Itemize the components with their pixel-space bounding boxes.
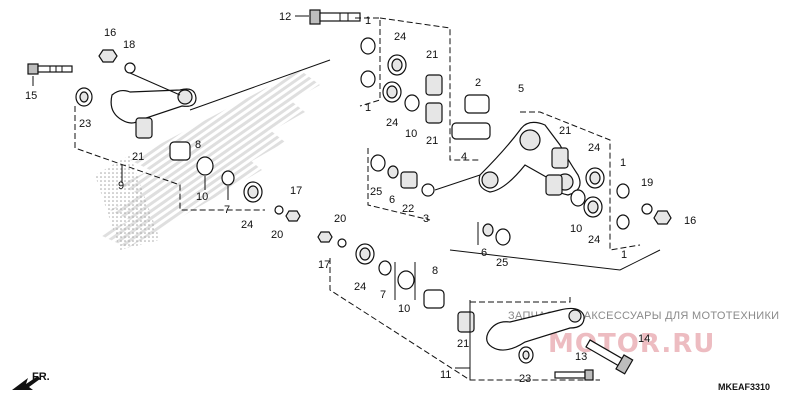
seal-10-top [404,94,420,112]
washer-20-left [274,205,284,215]
connecting-rod-group-9 [27,49,301,222]
cushion-arm-group-5 [367,111,672,271]
label-1-c: 1 [620,157,626,169]
label-3: 3 [423,213,429,225]
label-25-a: 25 [370,186,382,198]
seal-1-lower [360,70,376,88]
collar-3 [421,183,435,197]
seal-10-right [570,189,586,207]
needle-bearing-21-left [135,117,153,139]
connecting-rod [110,88,197,124]
label-25-b: 25 [496,257,508,269]
label-12: 12 [279,11,291,23]
seal-25-lower [495,228,511,246]
watermark-brand: MOTOR.RU [548,329,715,359]
seal-6-upper [387,165,399,179]
washer-7-bottom [378,260,392,276]
collar-22 [400,171,418,189]
label-8-b: 8 [432,265,438,277]
needle-bearing-21-right-b [545,174,563,196]
label-19: 19 [641,177,653,189]
seal-10-left [196,156,214,176]
bolt-14 [585,339,634,375]
label-14: 14 [638,333,650,345]
label-22: 22 [402,203,414,215]
label-6-b: 6 [481,247,487,259]
label-21-b: 21 [426,135,438,147]
label-2: 2 [475,77,481,89]
label-21-e: 21 [457,338,469,350]
seal-10-bottom [397,270,415,290]
part-labels: 12 1 16 18 24 21 2 5 15 1 24 10 21 4 21 … [25,11,696,385]
label-24-d: 24 [241,219,253,231]
label-1-d: 1 [621,249,627,261]
direction-label: FR. [32,371,50,383]
label-24-e: 24 [588,234,600,246]
washer-18 [124,62,136,74]
label-4: 4 [461,151,467,163]
label-21-c: 21 [559,125,571,137]
label-10-b: 10 [196,191,208,203]
diagram-code: MKEAF3310 [718,382,770,392]
label-5: 5 [518,83,524,95]
label-9: 9 [118,180,124,192]
nut-16-right [653,210,672,225]
label-20-a: 20 [271,229,283,241]
label-16-b: 16 [684,215,696,227]
upper-bolt-group [189,9,491,161]
needle-bearing-21-right-a [551,147,569,169]
label-24-b: 24 [386,117,398,129]
label-24-f: 24 [354,281,366,293]
connecting-rod-bottom [486,307,585,351]
label-11: 11 [440,369,451,381]
label-10-a: 10 [405,128,417,140]
nut-17-left [285,210,301,222]
needle-bearing-21-bottom [457,311,475,333]
collar-8-bottom [423,289,445,309]
seal-1-upper [360,37,376,55]
seal-6-lower [482,223,494,237]
label-13: 13 [575,351,587,363]
label-24-a: 24 [394,31,406,43]
label-6-a: 6 [389,194,395,206]
collar-8-left [169,141,191,161]
label-16-a: 16 [104,27,116,39]
label-1-a: 1 [365,15,371,27]
label-20-b: 20 [334,213,346,225]
stud-13 [554,369,594,381]
bolt-15 [27,63,73,75]
collar-4 [451,122,491,140]
label-21-a: 21 [426,49,438,61]
label-21-d: 21 [132,151,144,163]
seal-25-upper [370,154,386,172]
label-23-a: 23 [79,118,91,130]
label-10-c: 10 [570,223,582,235]
needle-bearing-21-top-a [425,74,443,96]
washer-20-bottom [337,238,347,248]
label-15: 15 [25,90,37,102]
label-18: 18 [123,39,135,51]
label-24-c: 24 [588,142,600,154]
label-8-a: 8 [195,139,201,151]
washer-7-left [221,170,235,186]
label-10-d: 10 [398,303,410,315]
label-17-a: 17 [290,185,302,197]
bolt-12 [309,9,361,25]
nut-16-left [98,49,118,63]
label-7-b: 7 [380,289,386,301]
needle-bearing-21-top-b [425,102,443,124]
label-17-b: 17 [318,259,330,271]
front-direction-arrow-icon [12,376,40,390]
label-23-b: 23 [519,373,531,385]
seal-1-right-b [616,214,630,230]
collar-2 [464,94,490,114]
nut-17-bottom [317,231,333,243]
label-1-b: 1 [365,102,371,114]
seal-1-right-a [616,183,630,199]
connecting-rod-group-11 [317,231,634,381]
washer-19 [641,203,653,215]
label-7-a: 7 [224,204,230,216]
